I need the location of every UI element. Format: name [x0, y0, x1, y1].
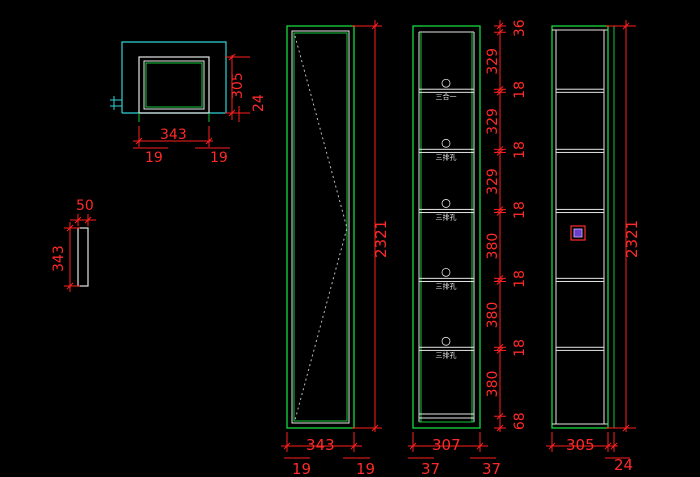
side-shelf-panel	[555, 208, 605, 214]
shelf-panel	[418, 208, 475, 214]
side-back-label: 24	[614, 456, 633, 474]
segment-label: 329	[485, 48, 501, 75]
side-dimensions	[546, 20, 636, 459]
shelf-caption: 三合一	[436, 92, 457, 101]
interior-side-left-label: 37	[421, 460, 440, 477]
shelf-panel	[418, 346, 475, 351]
hole-icon	[441, 336, 451, 346]
top-section-view	[110, 41, 227, 122]
dimension-slash	[496, 149, 504, 156]
side-shelf-panel	[555, 346, 605, 351]
dimension-slash	[496, 278, 504, 285]
shelf-caption: 三排孔	[436, 212, 457, 221]
top-section-dimensions	[133, 53, 250, 149]
shelf-panel	[418, 148, 475, 153]
segment-label: 18	[512, 141, 528, 159]
door-side-right-label: 19	[356, 460, 375, 477]
dimension-slash	[496, 424, 504, 432]
segment-label: 380	[485, 371, 501, 398]
dimension-slash	[496, 85, 504, 93]
interior-dimension-ticks	[494, 22, 506, 432]
top-depth-label: 305	[230, 72, 246, 99]
shelf-caption: 三排孔	[436, 350, 457, 359]
dimension-slash	[496, 145, 504, 153]
side-height-label: 2321	[623, 220, 641, 258]
dimension-slash	[496, 347, 504, 354]
dimension-slash	[496, 412, 504, 420]
interior-dimension-labels: 36 329 18 329 18 329 18 380 18 380 18 380 68	[485, 19, 528, 430]
top-width-label: 343	[160, 127, 187, 143]
segment-label: 18	[512, 81, 528, 99]
dimension-slash	[496, 28, 504, 36]
segment-label: 380	[485, 233, 501, 260]
top-back-label: 24	[251, 94, 267, 112]
segment-label: 36	[512, 19, 528, 37]
small-panel-dimensions	[64, 214, 96, 292]
segment-label: 329	[485, 108, 501, 135]
small-panel-height-label: 343	[51, 245, 67, 272]
interior-width-label: 307	[432, 436, 461, 454]
dimension-slash	[496, 275, 504, 282]
segment-label: 329	[485, 168, 501, 195]
segment-label: 380	[485, 302, 501, 329]
interior-side-right-label: 37	[482, 460, 501, 477]
shelf-panel	[418, 277, 475, 282]
hole-icon	[441, 78, 451, 88]
shelf-caption: 三排孔	[436, 152, 457, 161]
shelf-panel	[418, 88, 475, 93]
top-side-left-label: 19	[145, 150, 163, 166]
door-elevation-view	[286, 25, 355, 429]
top-side-right-label: 19	[210, 150, 228, 166]
segment-label: 18	[512, 339, 528, 357]
shelf-caption: 三排孔	[436, 281, 457, 290]
small-panel-view	[77, 227, 89, 287]
small-panel-thickness-label: 50	[76, 198, 94, 214]
segment-label: 68	[512, 412, 528, 430]
side-elevation-view	[551, 25, 615, 429]
hole-icon	[441, 267, 451, 277]
dimension-slash	[496, 343, 504, 351]
dimension-slash	[496, 209, 504, 216]
hole-icon	[441, 199, 451, 208]
side-width-label: 305	[566, 436, 595, 454]
dimension-slash	[496, 22, 504, 30]
door-dimensions	[281, 20, 382, 459]
side-shelves	[555, 88, 605, 351]
dimension-slash	[496, 206, 504, 213]
dimension-slash	[496, 88, 504, 96]
side-shelf-panel	[555, 277, 605, 282]
segment-label: 18	[512, 270, 528, 288]
segment-label: 18	[512, 201, 528, 219]
hole-icon	[441, 138, 451, 148]
side-shelf-panel	[555, 88, 605, 93]
interior-elevation-view	[412, 25, 481, 429]
door-height-label: 2321	[372, 220, 390, 258]
socket-icon	[570, 225, 586, 241]
door-side-left-label: 19	[292, 460, 311, 477]
side-shelf-panel	[555, 148, 605, 153]
door-width-label: 343	[306, 436, 335, 454]
